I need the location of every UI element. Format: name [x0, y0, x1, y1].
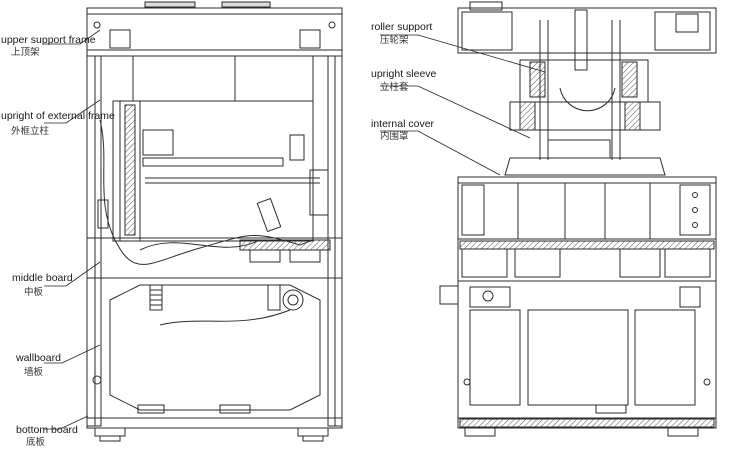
label-internal-cover: internal cover: [371, 118, 435, 130]
label-upright-sleeve-cn: 立柱套: [380, 82, 409, 93]
upright-sleeve: [510, 102, 660, 130]
label-upper-support-frame: upper support frame: [1, 34, 96, 46]
internal-cover: [505, 158, 665, 175]
upper-support-frame: [87, 8, 342, 56]
label-bottom-board-cn: 底板: [26, 437, 46, 448]
leader-lines: [44, 30, 545, 429]
label-wallboard-cn: 墙板: [24, 367, 44, 378]
right-side-view: [440, 2, 716, 436]
label-wallboard: wallboard: [16, 352, 61, 364]
label-bottom-board: bottom board: [16, 424, 78, 436]
label-upright-external-frame-cn: 外框立柱: [11, 126, 50, 137]
label-roller-support: roller support: [371, 21, 433, 33]
label-upright-sleeve: upright sleeve: [371, 68, 437, 80]
label-middle-board: middle board: [12, 272, 73, 284]
bottom-board: [87, 418, 342, 428]
label-middle-board-cn: 中板: [24, 287, 44, 298]
label-internal-cover-cn: 内围罩: [380, 131, 409, 142]
left-front-view: [87, 2, 342, 441]
label-upright-external-frame: upright of external frame: [1, 110, 115, 122]
label-upper-support-frame-cn: 上顶架: [11, 47, 40, 58]
label-roller-support-cn: 压轮架: [380, 35, 409, 46]
wallboard: [87, 278, 342, 418]
